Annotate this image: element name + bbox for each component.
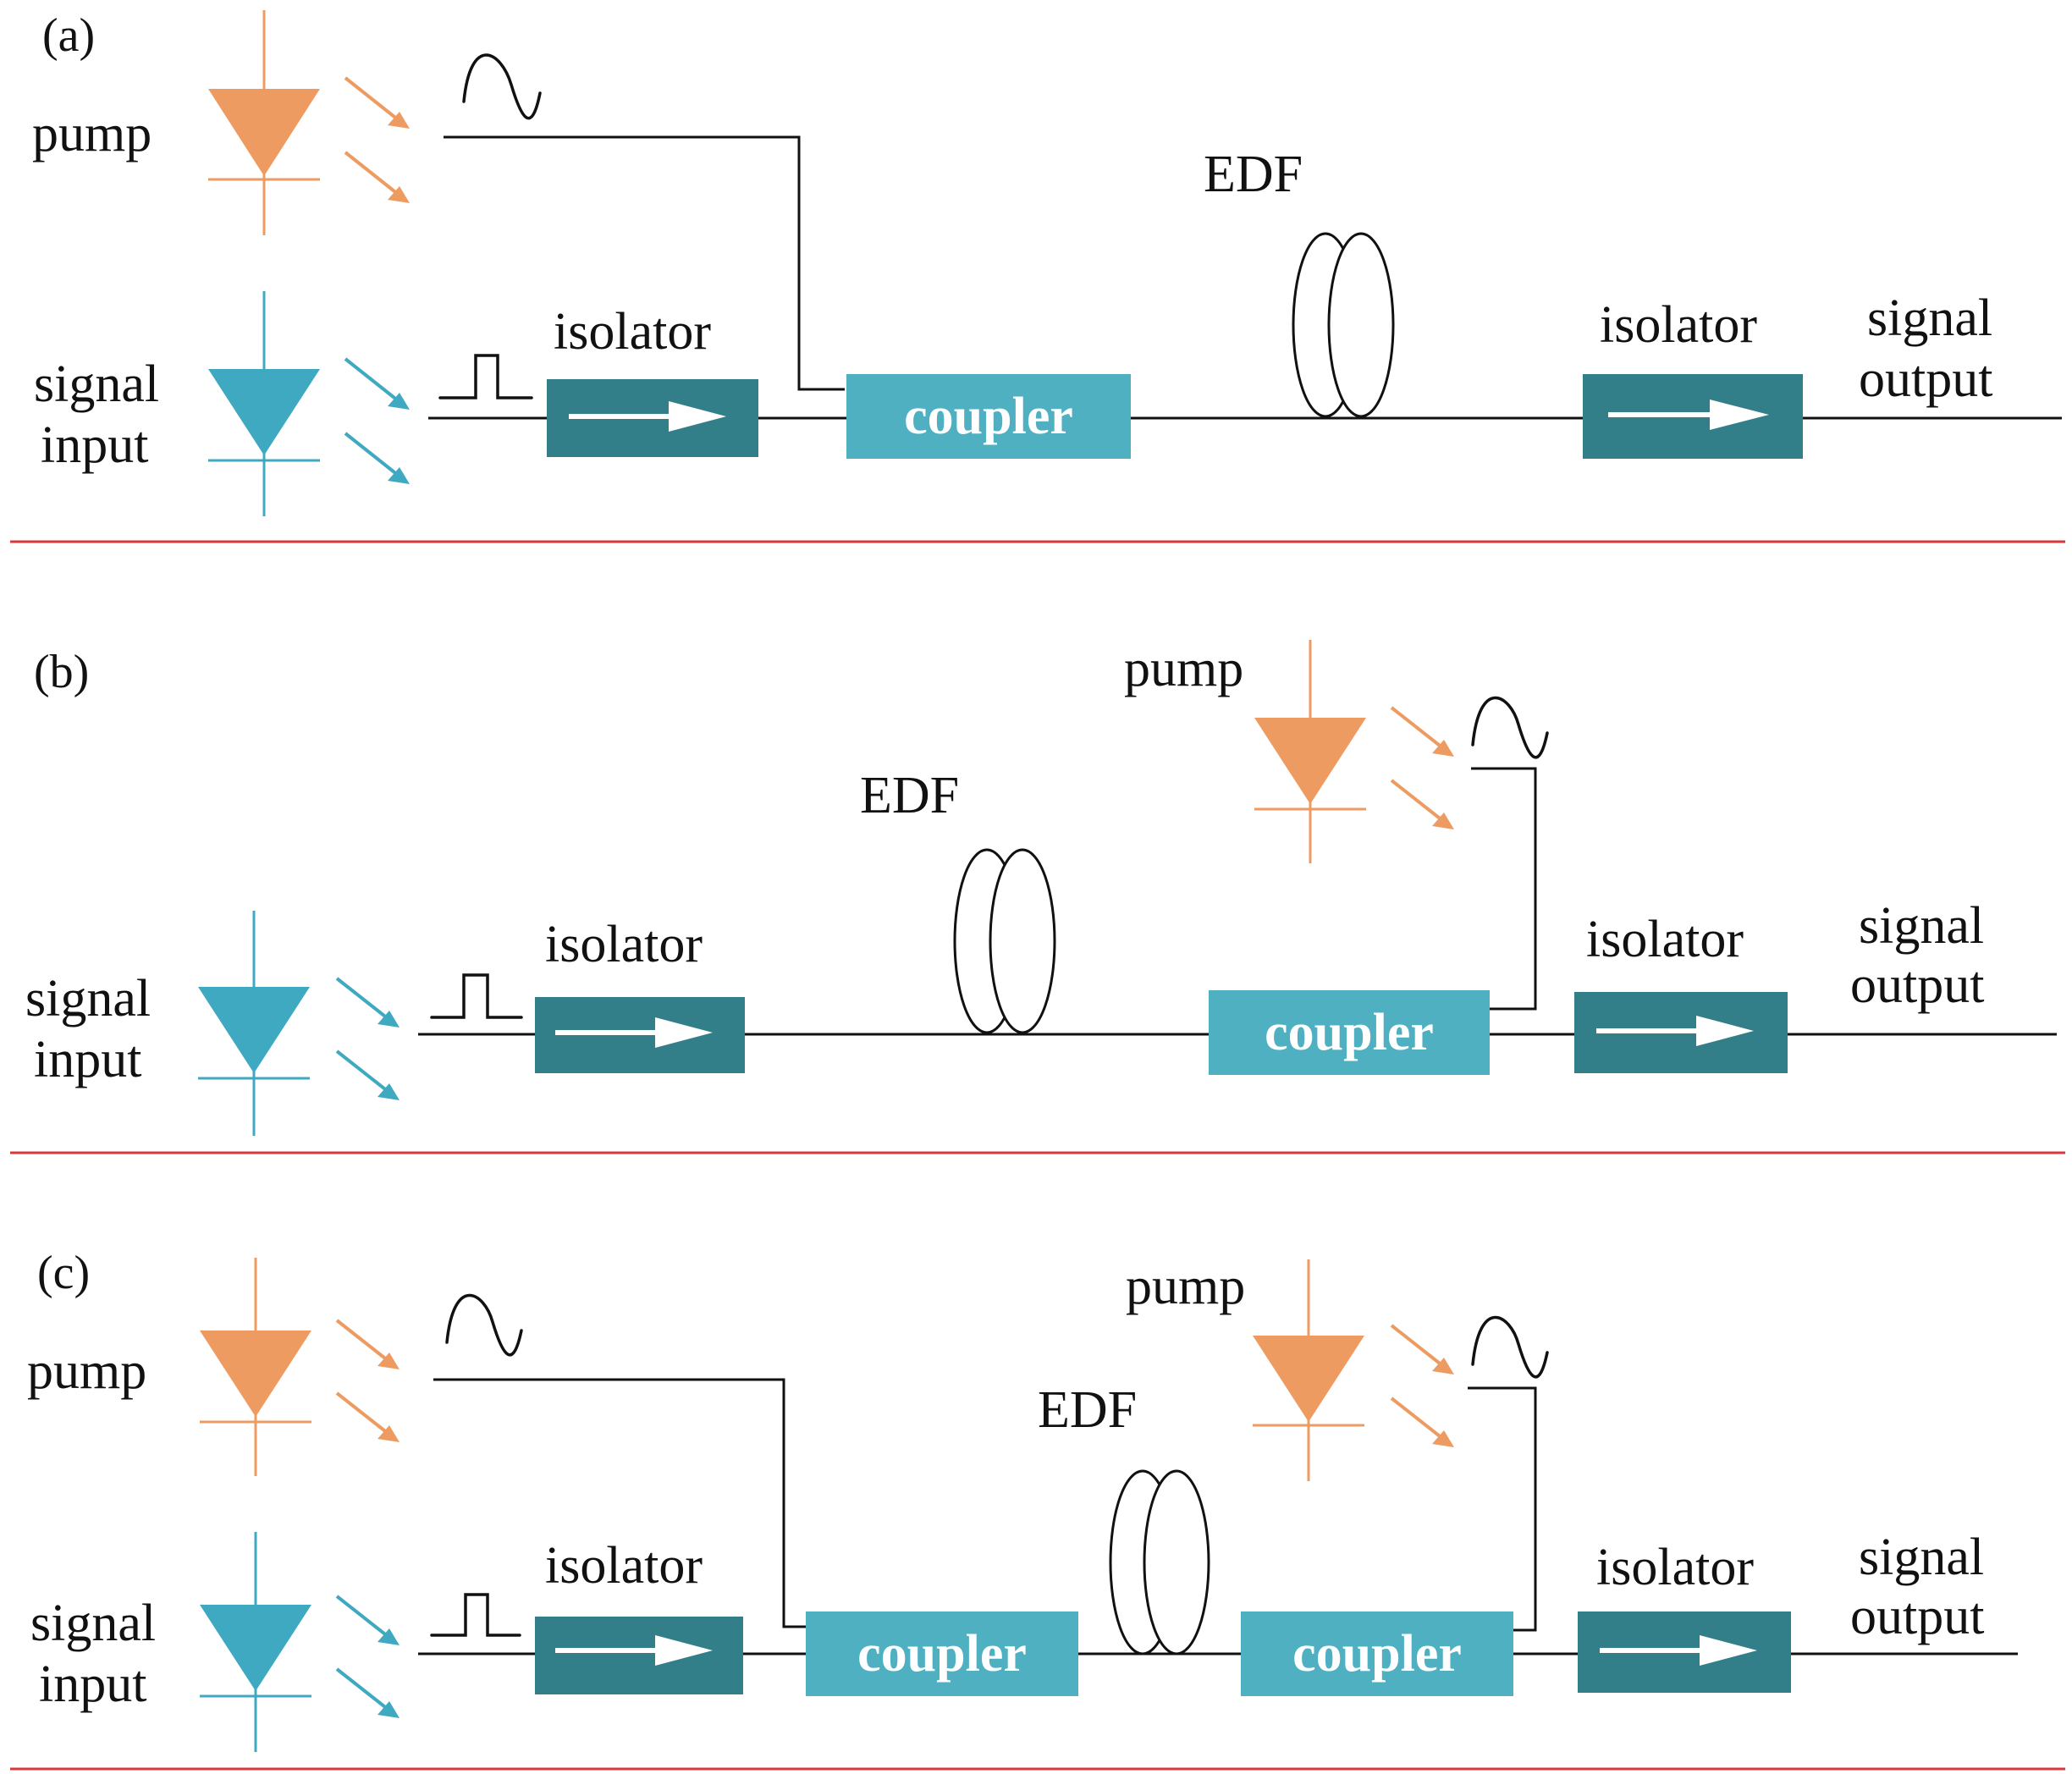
pump-feed-wire [444,135,845,391]
isolator-out [1578,1611,1791,1693]
signal-input-label-line1: signal [34,355,159,413]
right-arrow-icon [555,1635,713,1666]
pump-diode-icon [1253,1259,1364,1481]
coupler: coupler [846,374,1131,459]
pump-emission-arrows-icon [335,1319,400,1442]
isolator-in-label: isolator [545,916,703,973]
signal-output-label-line1: signal [1859,897,1984,955]
coupler: coupler [1209,990,1490,1075]
signal-diode-icon [198,911,310,1136]
signal-input-label-line2: input [34,1031,141,1088]
coupler-label: coupler [904,388,1073,445]
pump-emission-arrows-icon [1390,706,1454,829]
panel-b: (b) signal input pump [10,640,2065,1154]
pump-left-feed-wire [433,1378,806,1628]
fiber-coil-icon [953,848,1056,1034]
edf-label: EDF [1204,146,1303,203]
edf-label: EDF [1038,1381,1137,1439]
signal-input-label-line1: signal [30,1595,156,1652]
coupler-left-label: coupler [857,1625,1027,1683]
coupler-left: coupler [806,1611,1078,1696]
panel-b-label: (b) [34,646,89,698]
signal-emission-arrows-icon [335,977,400,1100]
isolator-in-label: isolator [545,1537,703,1595]
signal-input-label-line1: signal [25,970,151,1027]
isolator-in-label: isolator [554,303,711,361]
signal-output-label-line1: signal [1867,289,1992,347]
isolator-out-label: isolator [1586,911,1744,968]
pump-diode-icon [200,1258,311,1476]
sine-wave-icon [1471,1315,1549,1379]
right-arrow-icon [569,401,726,432]
right-arrow-icon [1608,399,1769,430]
panel-c: (c) pump signal input [10,1247,2065,1771]
signal-input-label-line2: input [39,1656,146,1713]
sine-wave-icon [462,53,542,120]
isolator-in [535,1617,743,1694]
isolator-in [535,997,745,1073]
right-arrow-icon [1600,1635,1757,1666]
square-pulse-icon [438,354,533,399]
fiber-coil-icon [1292,232,1395,418]
pump-emission-arrows-icon [1390,1324,1454,1447]
square-pulse-icon [430,973,523,1019]
signal-diode-icon [208,291,320,516]
sine-wave-icon [445,1293,523,1357]
isolator-out [1583,374,1803,459]
pump-feed-wire [1471,767,1537,1011]
isolator-in [547,379,758,457]
fiber-coil-icon [1109,1469,1210,1656]
right-arrow-icon [555,1017,713,1048]
edf-label: EDF [860,767,959,824]
pump-diode-icon [1254,640,1366,863]
right-arrow-icon [1596,1016,1754,1046]
signal-emission-arrows-icon [335,1595,400,1718]
panel-a: (a) pump signal input [10,9,2065,543]
signal-output-label-line1: signal [1859,1529,1984,1586]
signal-output-label-line2: output [1850,956,1984,1014]
pump-diode-icon [208,10,320,235]
signal-output-label-line2: output [1859,350,1992,408]
coupler-right-label: coupler [1292,1625,1462,1683]
signal-input-label-line2: input [41,416,148,474]
pump-right-label: pump [1126,1258,1245,1315]
isolator-out-label: isolator [1600,296,1757,354]
pump-label: pump [1124,640,1243,697]
square-pulse-icon [430,1593,521,1637]
sine-wave-icon [1471,696,1549,759]
signal-emission-arrows-icon [344,357,410,484]
pump-left-label: pump [27,1342,146,1400]
signal-output-label-line2: output [1850,1588,1984,1645]
panel-a-label: (a) [42,9,95,62]
pump-right-feed-wire [1468,1386,1537,1632]
isolator-out-label: isolator [1596,1539,1754,1596]
isolator-out [1574,992,1788,1073]
coupler-label: coupler [1265,1004,1434,1061]
pump-emission-arrows-icon [344,76,410,203]
panel-c-label: (c) [37,1247,90,1299]
pump-label: pump [32,105,152,163]
signal-diode-icon [200,1532,311,1752]
coupler-right: coupler [1241,1611,1513,1696]
